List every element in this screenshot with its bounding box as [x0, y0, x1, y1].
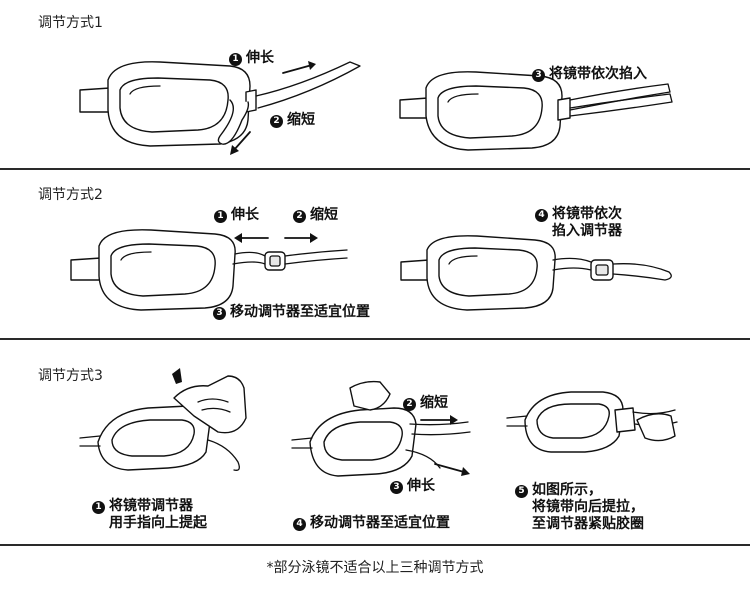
- step-label-line1: 将镜带调节器: [109, 498, 193, 514]
- step-1-1: 1 伸长: [229, 50, 274, 67]
- step-number-badge: 1: [229, 53, 242, 66]
- step-number-badge: 1: [214, 210, 227, 223]
- step-label: 伸长: [407, 478, 435, 494]
- step-3-1: 1 将镜带调节器 用手指向上提起: [92, 498, 207, 532]
- step-3-3: 3 伸长: [390, 478, 435, 495]
- step-label-line2: 掐入调节器: [535, 223, 622, 240]
- step-number-badge: 2: [270, 115, 283, 128]
- step-1-2: 2 缩短: [270, 112, 315, 129]
- step-number-badge: 4: [535, 209, 548, 222]
- step-2-3: 3 移动调节器至适宜位置: [213, 304, 370, 321]
- section-divider-1: [0, 168, 750, 170]
- step-label: 伸长: [246, 50, 274, 66]
- stretch-arrow-2: [232, 230, 272, 246]
- goggle-illustration-3a: [78, 362, 258, 492]
- shorten-arrow-1: [226, 128, 256, 158]
- step-number-badge: 2: [293, 210, 306, 223]
- stretch-arrow-1: [280, 60, 320, 80]
- goggle-illustration-3c: [505, 380, 685, 470]
- step-number-badge: 4: [293, 518, 306, 531]
- step-2-1: 1 伸长: [214, 207, 259, 224]
- section-1-title: 调节方式1: [38, 12, 103, 32]
- step-1-3: 3 将镜带依次掐入: [532, 66, 647, 83]
- step-3-5: 5 如图所示， 将镜带向后提拉， 至调节器紧贴胶圈: [515, 482, 644, 533]
- step-label: 移动调节器至适宜位置: [310, 515, 450, 531]
- section-divider-3: [0, 544, 750, 546]
- step-label-line1: 将镜带依次: [552, 206, 622, 222]
- step-2-4: 4 将镜带依次 掐入调节器: [535, 206, 622, 240]
- step-label: 移动调节器至适宜位置: [230, 304, 370, 320]
- step-label-line2: 将镜带向后提拉，: [515, 499, 644, 516]
- step-label: 缩短: [310, 207, 338, 223]
- step-number-badge: 5: [515, 485, 528, 498]
- step-label: 缩短: [420, 395, 448, 411]
- stretch-arrow-3: [432, 460, 476, 478]
- section-2-title: 调节方式2: [38, 184, 103, 204]
- step-label-line2: 用手指向上提起: [92, 515, 207, 532]
- step-2-2: 2 缩短: [293, 207, 338, 224]
- step-number-badge: 1: [92, 501, 105, 514]
- goggle-illustration-1a: [70, 50, 370, 160]
- step-number-badge: 3: [213, 307, 226, 320]
- step-number-badge: 2: [403, 398, 416, 411]
- step-3-4: 4 移动调节器至适宜位置: [293, 515, 450, 532]
- step-number-badge: 3: [532, 69, 545, 82]
- step-label-line3: 至调节器紧贴胶圈: [515, 516, 644, 533]
- step-3-2: 2 缩短: [403, 395, 448, 412]
- footnote: *部分泳镜不适合以上三种调节方式: [0, 557, 750, 577]
- step-label: 伸长: [231, 207, 259, 223]
- section-divider-2: [0, 338, 750, 340]
- goggle-illustration-2b: [395, 228, 695, 318]
- step-number-badge: 3: [390, 481, 403, 494]
- step-label: 将镜带依次掐入: [549, 66, 647, 82]
- shorten-arrow-2: [282, 230, 322, 246]
- step-label-line1: 如图所示，: [532, 482, 602, 498]
- shorten-arrow-3: [418, 412, 462, 428]
- step-label: 缩短: [287, 112, 315, 128]
